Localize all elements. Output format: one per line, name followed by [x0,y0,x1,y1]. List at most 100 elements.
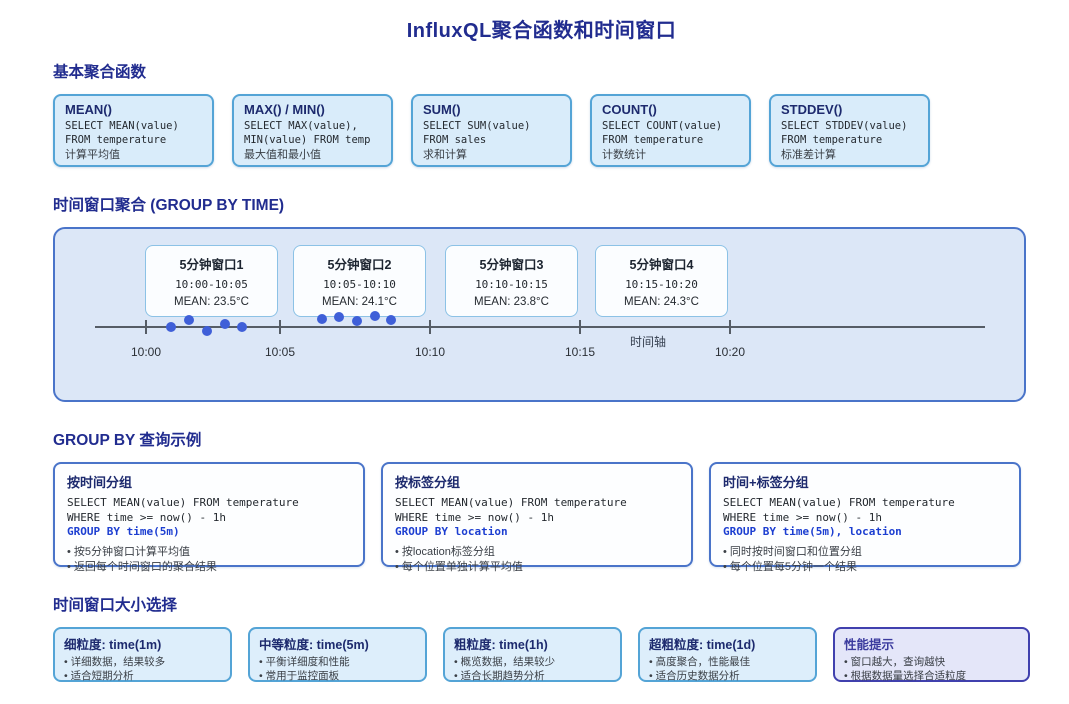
gran-bullet: 适合历史数据分析 [649,669,806,683]
query-code-line2: WHERE time >= now() - 1h [723,510,882,524]
window-size-cards: 细粒度: time(1m) 详细数据，结果较多 适合短期分析 中等粒度: tim… [53,627,1030,682]
window-mean-value: MEAN: 23.8°C [474,296,549,308]
agg-card-description: 标准差计算 [781,148,836,161]
window-card-4: 5分钟窗口4 10:15-10:20 MEAN: 24.3°C [595,245,728,317]
gran-card-super-coarse: 超粗粒度: time(1d) 高度聚合，性能最佳 适合历史数据分析 [638,627,817,682]
query-bullet: 返回每个时间窗口的聚合结果 [67,560,351,575]
query-code-line1: SELECT MEAN(value) FROM temperature [395,496,627,509]
gran-bullet: 适合长期趋势分析 [454,669,611,683]
agg-card-description: 最大值和最小值 [244,148,321,161]
gran-bullet: 平衡详细度和性能 [259,655,416,669]
data-point-dot [184,315,194,325]
query-code-line2: WHERE time >= now() - 1h [395,510,554,524]
agg-card-title: MEAN() [65,102,112,117]
query-card-group-by-tag: 按标签分组 SELECT MEAN(value) FROM temperatur… [381,462,693,573]
data-point-dot [317,314,327,324]
axis-tick-label: 10:00 [130,345,162,359]
gran-card-fine: 细粒度: time(1m) 详细数据，结果较多 适合短期分析 [53,627,232,682]
query-bullet: 按location标签分组 [395,545,679,560]
query-code-highlight: GROUP BY location [395,525,508,539]
axis-tick-label: 10:10 [414,345,446,359]
axis-tick-label: 10:15 [564,345,596,359]
agg-card-code-line2: FROM temperature [65,133,167,146]
gran-bullet: 详细数据，结果较多 [64,655,221,669]
axis-tick [429,320,431,334]
data-point-dot [334,312,344,322]
agg-card-stddev: STDDEV() SELECT STDDEV(value) FROM tempe… [769,94,930,167]
window-time-range: 10:05-10:10 [323,278,396,291]
time-axis-caption: 时间轴 [630,335,667,349]
agg-card-sum: SUM() SELECT SUM(value) FROM sales 求和计算 [411,94,572,167]
agg-card-max-min: MAX() / MIN() SELECT MAX(value), MIN(val… [232,94,393,167]
gran-card-title: 超粗粒度: time(1d) [649,638,756,652]
gran-bullet: 窗口越大，查询越快 [844,655,1019,669]
gran-bullet: 概览数据，结果较少 [454,655,611,669]
window-title: 5分钟窗口2 [327,258,392,272]
axis-tick [729,320,731,334]
query-bullet: 每个位置每5分钟一个结果 [723,560,1007,575]
window-mean-value: MEAN: 23.5°C [174,296,249,308]
window-time-range: 10:15-10:20 [625,278,698,291]
data-point-dot [166,322,176,332]
gran-card-medium: 中等粒度: time(5m) 平衡详细度和性能 常用于监控面板 [248,627,427,682]
gran-bullet: 高度聚合，性能最佳 [649,655,806,669]
data-point-dot [370,311,380,321]
gran-card-title: 粗粒度: time(1h) [454,638,548,652]
window-card-3: 5分钟窗口3 10:10-10:15 MEAN: 23.8°C [445,245,578,317]
data-point-dot [386,315,396,325]
window-title: 5分钟窗口3 [479,258,544,272]
performance-tip-card: 性能提示 窗口越大，查询越快 根据数据量选择合适粒度 [833,627,1030,682]
query-card-title: 按标签分组 [395,475,461,490]
agg-card-code-line2: FROM temperature [602,133,704,146]
agg-card-title: MAX() / MIN() [244,102,325,117]
agg-card-description: 计算平均值 [65,148,120,161]
data-point-dot [220,319,230,329]
data-point-dot [202,326,212,336]
gran-card-title: 中等粒度: time(5m) [259,638,369,652]
agg-card-title: SUM() [423,102,461,117]
agg-card-code-line1: SELECT MEAN(value) [65,120,179,132]
window-card-2: 5分钟窗口2 10:05-10:10 MEAN: 24.1°C [293,245,426,317]
section-heading-groupby-examples: GROUP BY 查询示例 [53,432,202,449]
agg-card-count: COUNT() SELECT COUNT(value) FROM tempera… [590,94,751,167]
axis-tick [579,320,581,334]
window-time-range: 10:10-10:15 [475,278,548,291]
axis-tick [279,320,281,334]
query-bullet: 按5分钟窗口计算平均值 [67,545,351,560]
agg-card-code-line1: SELECT COUNT(value) [602,120,723,132]
gran-card-coarse: 粗粒度: time(1h) 概览数据，结果较少 适合长期趋势分析 [443,627,622,682]
section-heading-basic-aggregates: 基本聚合函数 [53,64,147,81]
gran-card-title: 性能提示 [844,638,895,652]
window-time-range: 10:00-10:05 [175,278,248,291]
window-mean-value: MEAN: 24.3°C [624,296,699,308]
query-code-line1: SELECT MEAN(value) FROM temperature [723,496,955,509]
basic-aggregate-cards: MEAN() SELECT MEAN(value) FROM temperatu… [53,94,1030,167]
axis-tick-label: 10:20 [714,345,746,359]
gran-card-title: 细粒度: time(1m) [64,638,162,652]
query-card-title: 按时间分组 [67,475,133,490]
page-title: InfluxQL聚合函数和时间窗口 [406,20,677,42]
query-code-line1: SELECT MEAN(value) FROM temperature [67,496,299,509]
query-code-highlight: GROUP BY time(5m), location [723,525,902,539]
window-card-1: 5分钟窗口1 10:00-10:05 MEAN: 23.5°C [145,245,278,317]
axis-tick [145,320,147,334]
query-bullet: 同时按时间窗口和位置分组 [723,545,1007,560]
agg-card-mean: MEAN() SELECT MEAN(value) FROM temperatu… [53,94,214,167]
agg-card-title: COUNT() [602,102,657,117]
agg-card-code-line1: SELECT SUM(value) [423,120,531,132]
groupby-example-cards: 按时间分组 SELECT MEAN(value) FROM temperatur… [53,462,1030,573]
data-point-dot [352,316,362,326]
query-card-group-by-time: 按时间分组 SELECT MEAN(value) FROM temperatur… [53,462,365,573]
agg-card-code-line2: FROM temperature [781,133,883,146]
agg-card-description: 求和计算 [423,148,467,161]
query-bullet: 每个位置单独计算平均值 [395,560,679,575]
query-code-line2: WHERE time >= now() - 1h [67,510,226,524]
gran-bullet: 适合短期分析 [64,669,221,683]
window-title: 5分钟窗口4 [629,258,694,272]
agg-card-code-line2: MIN(value) FROM temp [244,133,371,146]
agg-card-title: STDDEV() [781,102,843,117]
window-mean-value: MEAN: 24.1°C [322,296,397,308]
gran-bullet: 常用于监控面板 [259,669,416,683]
agg-card-code-line2: FROM sales [423,133,487,146]
section-heading-time-window: 时间窗口聚合 (GROUP BY TIME) [53,197,285,214]
